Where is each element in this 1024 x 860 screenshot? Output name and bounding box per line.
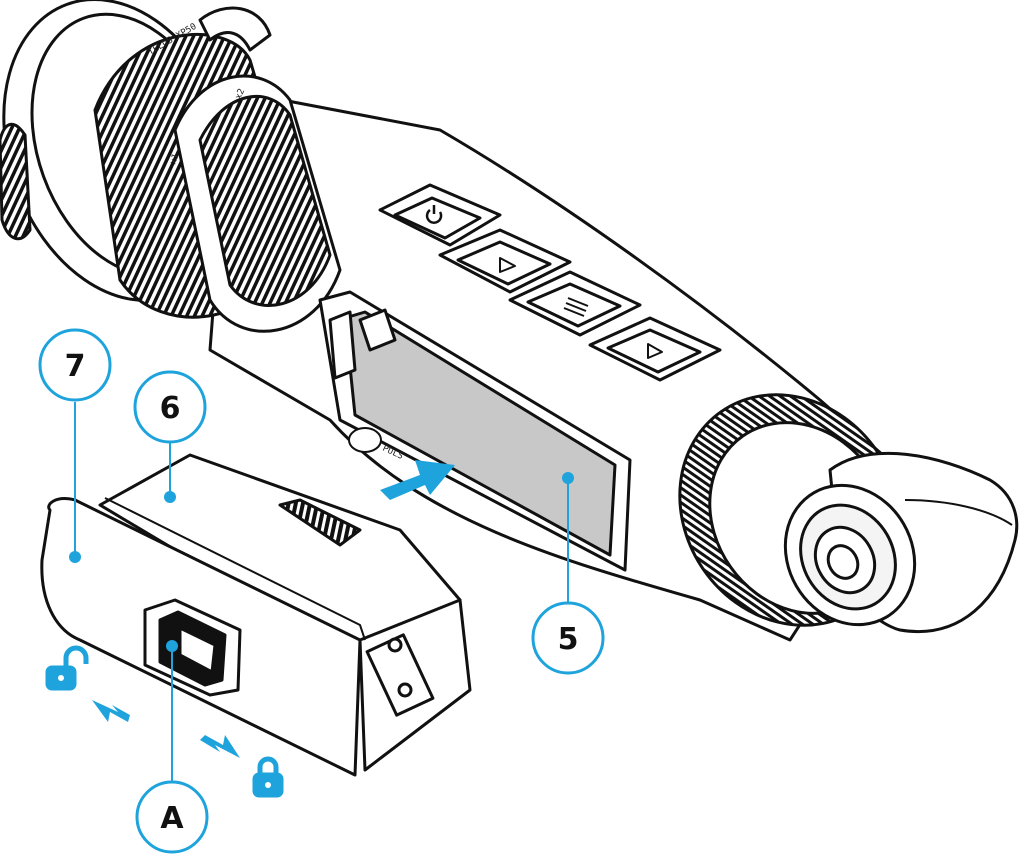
zoom-x2-label: x2 [234, 87, 248, 101]
battery-connector [365, 633, 435, 717]
thermal-monocular [0, 0, 1019, 642]
callout-7-label: 7 [65, 349, 86, 384]
callout-a-label: A [160, 801, 184, 836]
power-icon [425, 205, 443, 224]
up-button[interactable] [438, 228, 572, 294]
callout-7: 7 [38, 328, 112, 563]
callout-5: 5 [531, 472, 605, 675]
callout-a: A [135, 640, 209, 854]
power-button[interactable] [378, 183, 502, 247]
callout-6-label: 6 [160, 391, 181, 426]
eyepiece-lens [783, 483, 917, 627]
arrow-right-icon [380, 460, 455, 500]
zoom-ring[interactable] [173, 74, 342, 333]
battery-contacts [278, 498, 362, 547]
callout-6: 6 [133, 370, 207, 503]
lens-cap-strap [198, 6, 272, 52]
triangle-right-icon [499, 257, 516, 273]
callout-5-label: 5 [558, 622, 579, 657]
menu-button[interactable] [508, 270, 642, 337]
battery-pack [40, 453, 472, 777]
lock-icon [252, 756, 284, 798]
unlock-icon [45, 645, 89, 691]
triangle-right-icon [647, 343, 663, 359]
battery-compartment [318, 290, 632, 572]
unlock-direction-arrow [92, 700, 130, 722]
lock-direction-arrow [200, 735, 240, 758]
down-button[interactable] [588, 316, 722, 382]
zoom-x1-label: x1 [168, 152, 181, 166]
menu-lines-icon [563, 297, 589, 317]
lock-lever[interactable] [143, 598, 242, 697]
